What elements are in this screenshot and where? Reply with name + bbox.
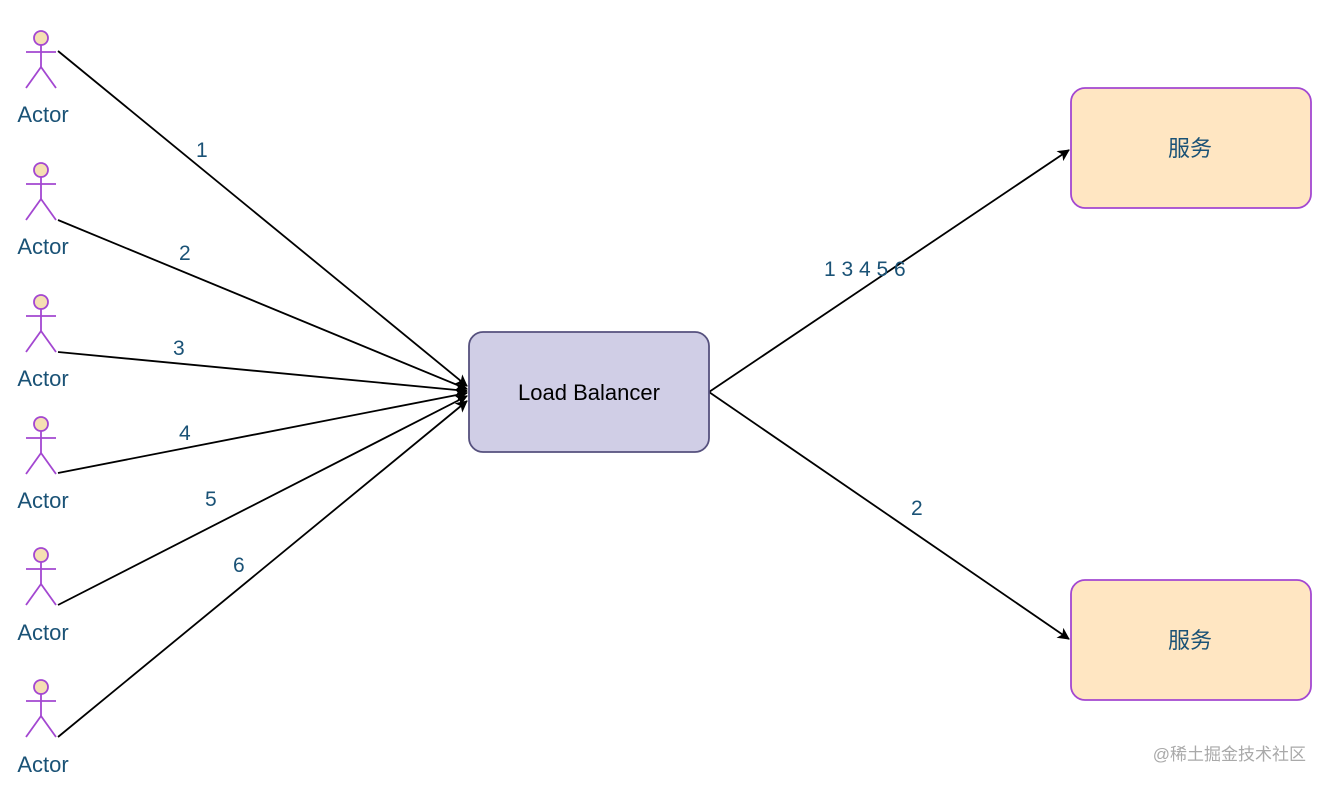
edge-label-1: 1 — [196, 139, 208, 162]
edge-label-2: 2 — [179, 242, 191, 265]
actor-3 — [25, 294, 57, 353]
service-label-2: 服务 — [1168, 628, 1212, 653]
actor-head — [33, 679, 49, 695]
actor-1 — [25, 30, 57, 89]
edge-to-service-2 — [708, 391, 1070, 640]
actor-label-3: Actor — [17, 366, 68, 391]
edge-actor-4 — [57, 389, 468, 474]
actor-4 — [25, 416, 57, 475]
actor-2 — [25, 162, 57, 221]
actor-label-2: Actor — [17, 234, 68, 259]
edge-label-3: 3 — [173, 337, 185, 360]
edge-label-out-1: 1 3 4 5 6 — [824, 258, 906, 281]
load-balancer-node — [468, 331, 710, 453]
service-node-2 — [1070, 579, 1312, 701]
load-balancer-label: Load Balancer — [518, 380, 660, 405]
edge-actor-1 — [57, 50, 468, 387]
actor-label-5: Actor — [17, 620, 68, 645]
edge-actor-5 — [57, 395, 468, 606]
actor-label-6: Actor — [17, 752, 68, 777]
actor-head — [33, 294, 49, 310]
edge-label-4: 4 — [179, 422, 191, 445]
edge-actor-6 — [57, 400, 468, 738]
service-node-1 — [1070, 87, 1312, 209]
actor-label-1: Actor — [17, 102, 68, 127]
actor-head — [33, 162, 49, 178]
actor-head — [33, 30, 49, 46]
actor-head — [33, 547, 49, 563]
actor-5 — [25, 547, 57, 606]
actor-head — [33, 416, 49, 432]
service-label-1: 服务 — [1168, 136, 1212, 161]
edge-actor-3 — [57, 351, 468, 396]
edge-actor-2 — [57, 219, 468, 391]
edge-label-out-2: 2 — [911, 497, 923, 520]
outgoing-edges — [708, 149, 1070, 640]
actor-label-4: Actor — [17, 488, 68, 513]
edge-to-service-1 — [708, 149, 1070, 393]
actor-6 — [25, 679, 57, 738]
edge-label-5: 5 — [205, 488, 217, 511]
edge-label-6: 6 — [233, 554, 245, 577]
incoming-edges — [57, 50, 468, 738]
watermark: @稀土掘金技术社区 — [1153, 745, 1306, 764]
